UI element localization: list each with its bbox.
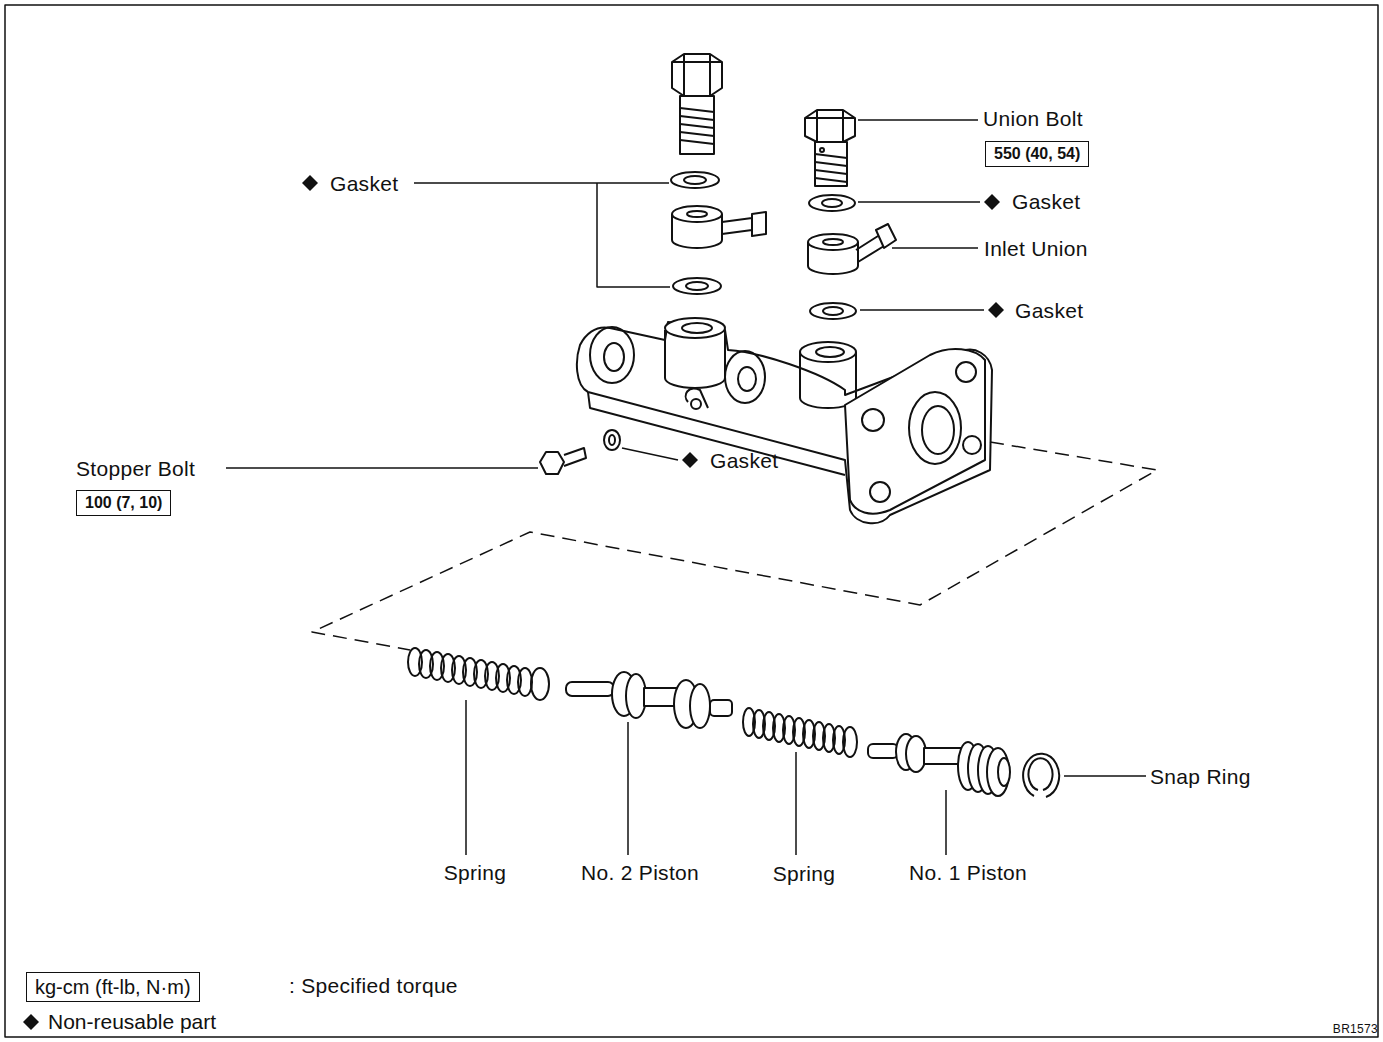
torque-value: kg-cm (ft-lb, N·m): [35, 976, 191, 998]
leader-line: [226, 120, 1146, 855]
union-bolt: [805, 110, 855, 186]
explode-line: [312, 442, 1157, 650]
torque-value: 100 (7, 10): [85, 494, 162, 512]
piston: [868, 734, 1010, 796]
part-name: Stopper Bolt: [76, 458, 195, 479]
union-bolt: [672, 54, 722, 154]
part-name: Gasket: [1015, 300, 1083, 321]
piston: [566, 672, 732, 728]
part-name: Union Bolt: [983, 108, 1083, 129]
part-name: No. 2 Piston: [581, 862, 699, 883]
union: [672, 206, 896, 274]
torque-box: kg-cm (ft-lb, N·m): [26, 972, 200, 1002]
spring: [743, 708, 857, 757]
part-name: Inlet Union: [984, 238, 1088, 259]
frame: [5, 5, 1378, 1037]
legend-text: Non-reusable part: [48, 1011, 216, 1032]
part-name: Gasket: [330, 173, 398, 194]
non-reusable-mark: [23, 1014, 39, 1030]
legend-note: : Specified torque: [289, 975, 458, 996]
part-name: Gasket: [710, 450, 778, 471]
part-name: Gasket: [1012, 191, 1080, 212]
figure-code: BR1573: [1333, 1023, 1378, 1035]
snap-ring: [1023, 754, 1059, 797]
part-name: Spring: [444, 862, 507, 883]
stopper-bolt: [540, 448, 586, 474]
cylinder-body: [577, 318, 992, 523]
torque-box: 100 (7, 10): [76, 490, 171, 516]
legend-entry: Non-reusable part: [22, 1011, 216, 1032]
part-name: Snap Ring: [1150, 766, 1251, 787]
spring: [408, 648, 549, 700]
legend-swatch: [22, 1012, 40, 1032]
part-name: No. 1 Piston: [909, 862, 1027, 883]
part-name: Spring: [773, 863, 836, 884]
non-reusable-mark: [302, 175, 1004, 468]
torque-box: 550 (40, 54): [985, 141, 1089, 167]
torque-value: 550 (40, 54): [994, 145, 1080, 163]
